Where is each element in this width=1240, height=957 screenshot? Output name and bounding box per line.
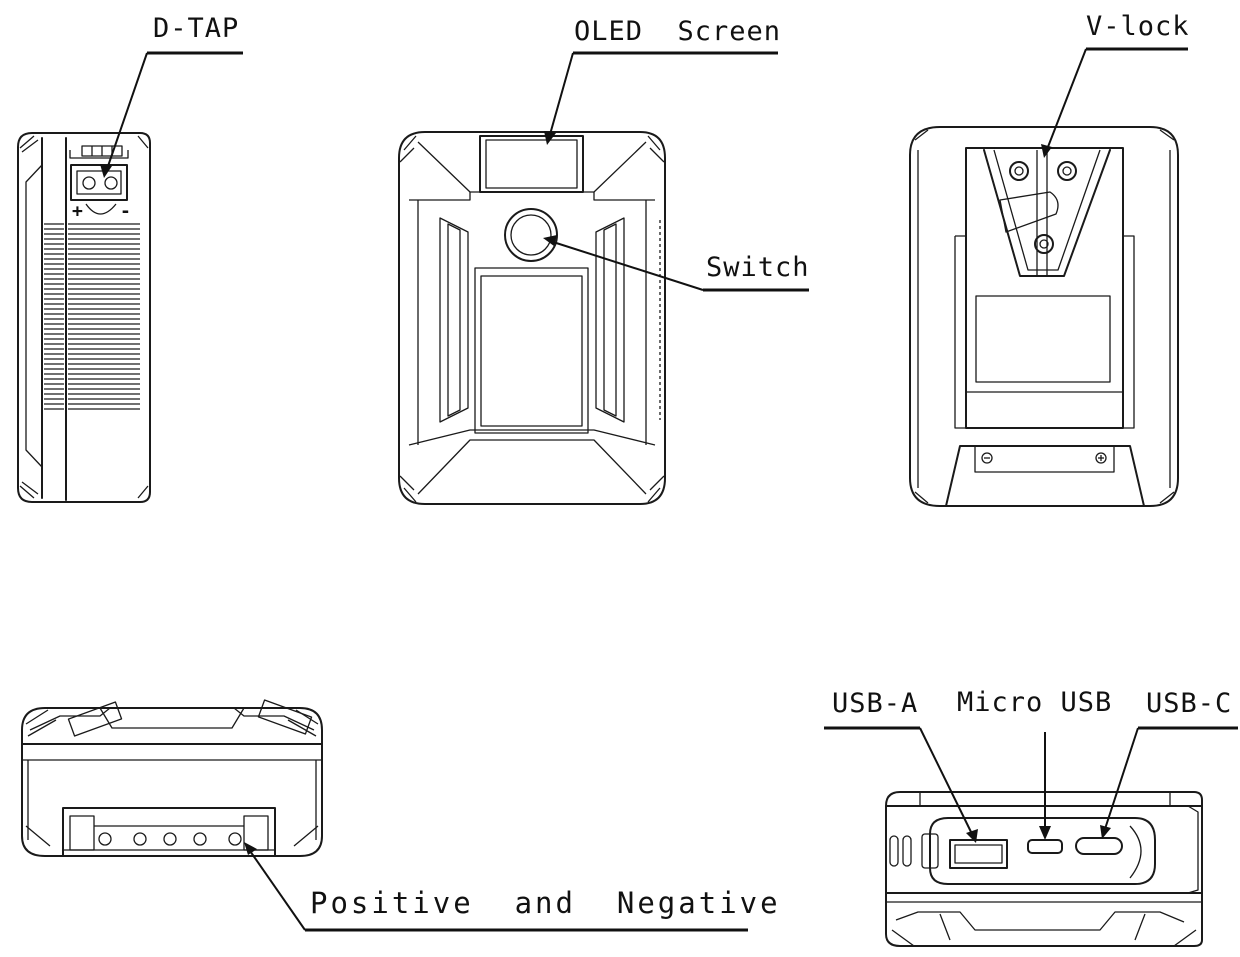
leader-usb-c	[1100, 726, 1238, 839]
leader-d-tap	[100, 51, 243, 178]
label-minus: -	[120, 201, 132, 222]
label-micro-usb: Micro USB	[957, 687, 1113, 718]
leader-positive-negative	[244, 842, 748, 932]
front-view-battery	[398, 131, 666, 505]
label-usb-c: USB-C	[1146, 688, 1233, 719]
battery-terminals	[62, 807, 276, 857]
power-switch	[504, 208, 558, 262]
label-usb-a: USB-A	[832, 688, 919, 719]
port-view-battery	[885, 791, 1203, 947]
label-switch: Switch	[706, 252, 810, 283]
label-positive-negative: Positive and Negative	[310, 886, 781, 920]
bottom-view-battery	[21, 699, 323, 857]
cooling-fins	[44, 223, 140, 410]
micro-usb-port	[1027, 839, 1063, 854]
leader-oled-screen	[544, 51, 778, 145]
v-lock-plate	[954, 147, 1135, 429]
side-view-battery	[17, 132, 151, 503]
label-plus: +	[72, 201, 84, 222]
usb-c-port	[1075, 837, 1123, 855]
leader-v-lock	[1041, 47, 1188, 158]
usb-a-port	[949, 839, 1008, 869]
oled-screen	[479, 135, 584, 193]
label-v-lock: V-lock	[1086, 11, 1190, 42]
label-oled-screen: OLED Screen	[574, 16, 782, 47]
terminal-bracket	[945, 445, 1145, 507]
leader-usb-a	[824, 726, 978, 843]
leader-micro-usb	[1039, 732, 1051, 840]
back-view-battery	[909, 126, 1179, 507]
leader-switch	[543, 235, 809, 292]
label-d-tap: D-TAP	[153, 13, 240, 44]
